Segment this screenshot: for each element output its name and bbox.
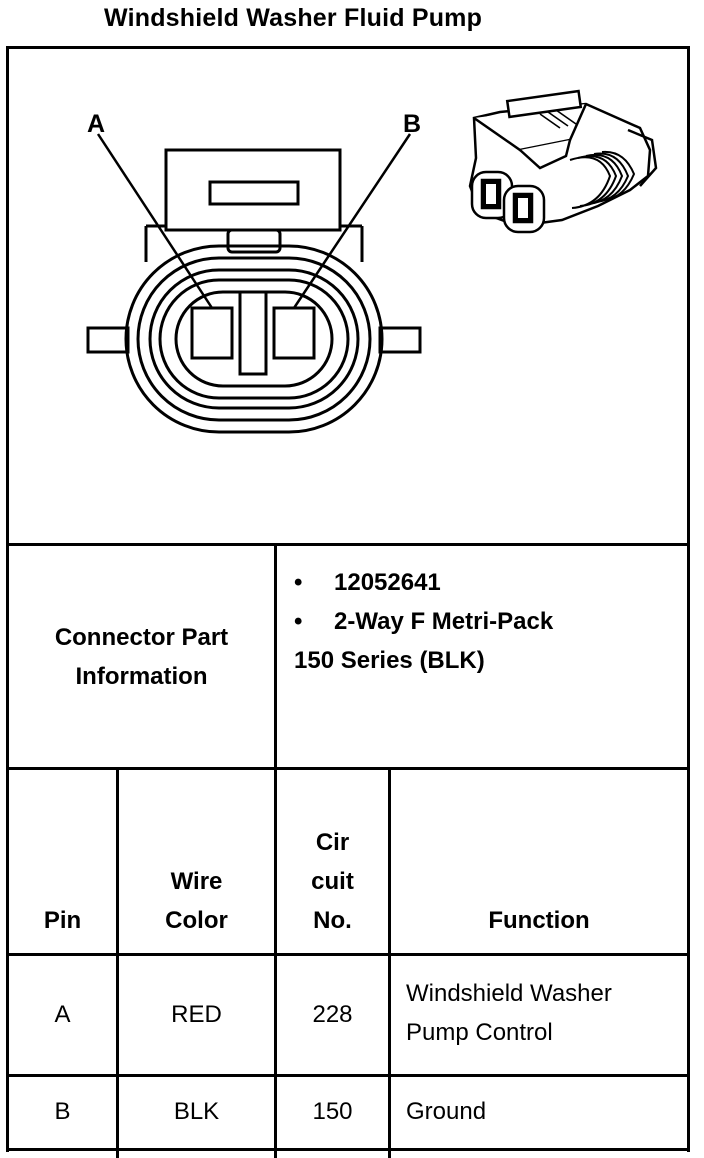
connector-latch-slot (208, 180, 300, 206)
connector-3d-illustration (468, 89, 658, 234)
connector-ring-4 (158, 278, 350, 400)
connector-inner-cavity (174, 290, 334, 388)
header-wire-color: Wire Color (165, 868, 228, 934)
rule-after-connector-info (6, 767, 690, 770)
connector-left-tab (86, 326, 130, 354)
rule-bottom (6, 1148, 690, 1151)
connector-info-label-line2: Information (75, 663, 208, 690)
pin-a-terminal (190, 306, 234, 360)
connector-outer-ring (124, 244, 384, 434)
pin-b-label: B (403, 110, 421, 138)
connector-shoulders (144, 224, 364, 262)
row-b-wire-color: BLK (173, 1098, 220, 1125)
rule-connector-info-divider (274, 543, 277, 770)
header-function: Function (488, 907, 590, 934)
row-a-circuit: 228 (312, 1001, 353, 1028)
row-a-pin: A (54, 1001, 71, 1028)
connector-latch-housing (164, 148, 342, 232)
list-item: •12052641 (294, 569, 441, 596)
list-item: •2-Way F Metri-Pack (294, 608, 554, 635)
connector-ring-2 (136, 256, 372, 422)
connector-right-tab (378, 326, 422, 354)
rule-col-wire (274, 767, 277, 1158)
pin-a-leader-line (96, 133, 214, 309)
page-title: Windshield Washer Fluid Pump (104, 4, 483, 32)
connector-center-key (238, 290, 268, 376)
header-pin: Pin (43, 907, 82, 934)
rule-after-diagram (6, 543, 690, 546)
pin-a-label: A (87, 110, 105, 138)
row-b-circuit: 150 (312, 1098, 353, 1125)
list-item-continuation: 150 Series (BLK) (294, 647, 485, 674)
row-a-function: Windshield Washer Pump Control (406, 980, 612, 1046)
connector-ring-3 (148, 268, 360, 410)
row-a-wire-color: RED (171, 1001, 222, 1028)
header-circuit: Cir cuit No. (311, 829, 354, 934)
row-b-function: Ground (406, 1098, 487, 1125)
rule-col-pin (116, 767, 119, 1158)
connector-info-label-line1: Connector Part (54, 624, 229, 651)
rule-after-row-a (6, 1074, 690, 1077)
connector-info-label: Connector Part Information (9, 618, 274, 696)
pin-b-leader-line (292, 133, 412, 309)
rule-after-header (6, 953, 690, 956)
connector-info-values: •12052641 •2-Way F Metri-Pack 150 Series… (294, 563, 553, 680)
rule-col-circuit (388, 767, 391, 1158)
connector-latch-tab (226, 228, 282, 254)
row-b-pin: B (54, 1098, 71, 1125)
pin-b-terminal (272, 306, 316, 360)
table-frame (6, 46, 690, 1152)
